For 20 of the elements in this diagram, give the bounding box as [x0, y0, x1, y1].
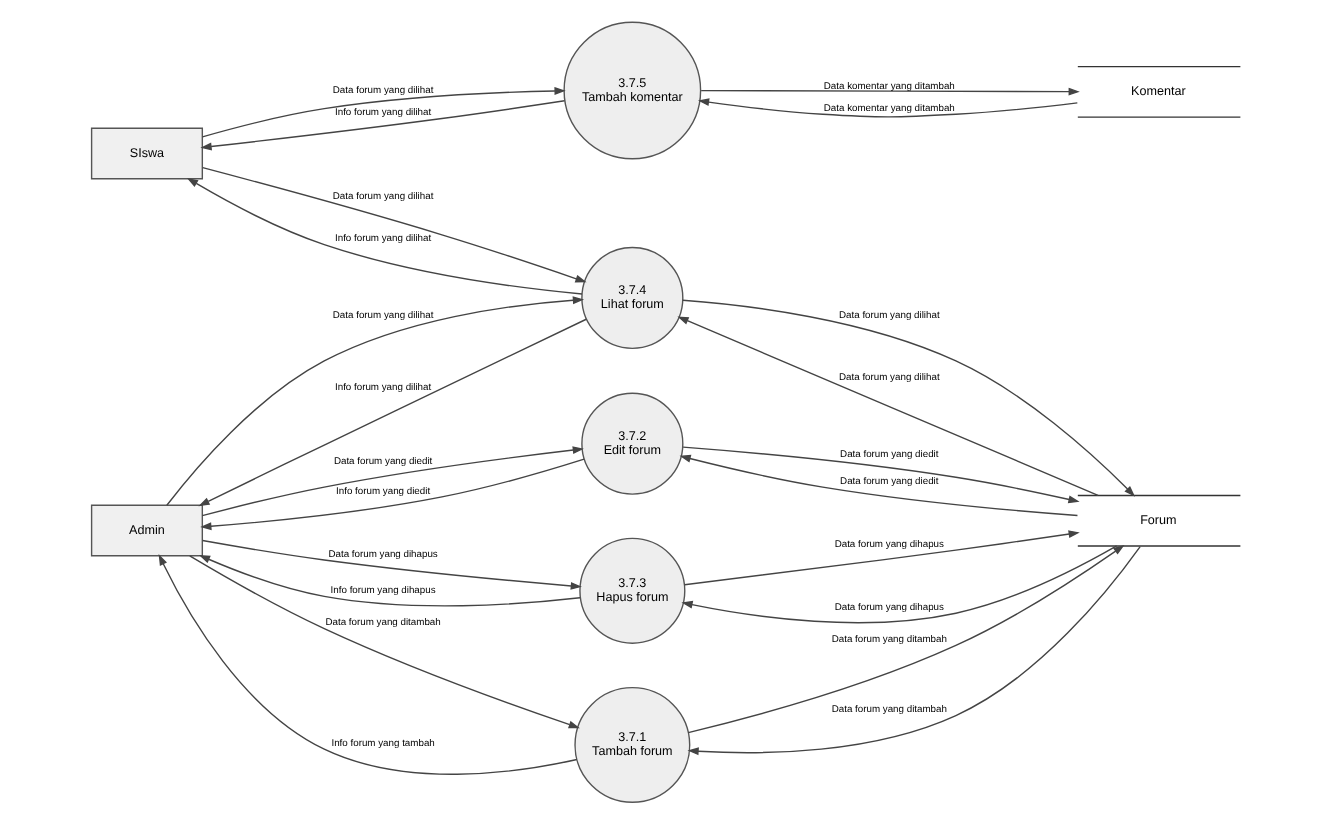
arrow — [197, 318, 586, 507]
arrow — [165, 296, 584, 506]
arrow — [200, 446, 583, 517]
arrow — [681, 299, 1135, 497]
arrow — [680, 545, 1117, 624]
arrow — [201, 166, 586, 283]
arrow — [188, 555, 579, 729]
arrow — [197, 555, 580, 607]
arrow — [199, 458, 584, 531]
arrow — [199, 100, 565, 151]
arrow — [699, 87, 1079, 96]
arrow — [678, 454, 1078, 517]
arrow — [696, 98, 1078, 118]
arrow — [157, 554, 577, 775]
arrow — [200, 539, 581, 590]
arrow — [185, 177, 582, 295]
arrow — [200, 87, 565, 138]
arrow — [681, 446, 1079, 504]
arrow — [682, 530, 1079, 586]
arrow — [676, 316, 1098, 497]
